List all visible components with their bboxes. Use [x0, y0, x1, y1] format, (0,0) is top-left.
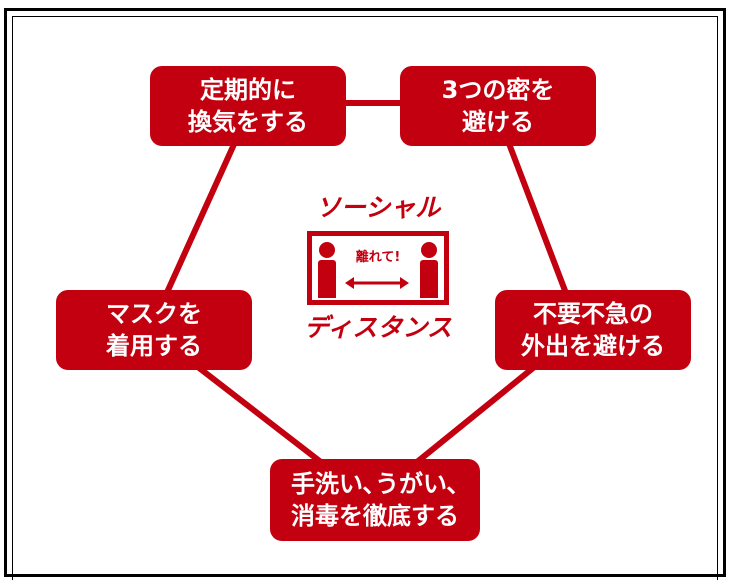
node-three-c-line1: 3つの密を — [441, 76, 555, 104]
node-outing: 不要不急の 外出を避ける — [495, 290, 691, 370]
person-icon-right — [420, 242, 438, 298]
social-distance-graphic: ソーシャル 離れて! ディスタンス — [298, 193, 458, 343]
node-wash-line1: 手洗い､うがい､ — [291, 470, 459, 498]
node-three-c: 3つの密を 避ける — [400, 66, 596, 146]
distance-sign: 離れて! — [307, 231, 449, 305]
node-wash-line2: 消毒を徹底する — [291, 502, 459, 530]
node-outing-line2: 外出を避ける — [521, 332, 665, 360]
node-wash: 手洗い､うがい､ 消毒を徹底する — [270, 459, 480, 541]
node-ventilate-line1: 定期的に — [200, 76, 296, 104]
node-ventilate-line2: 換気をする — [188, 108, 308, 136]
center-title-bottom: ディスタンス — [304, 313, 452, 342]
center-title-top: ソーシャル — [315, 193, 441, 222]
node-outing-line1: 不要不急の — [533, 300, 653, 328]
node-mask-line2: 着用する — [106, 332, 202, 360]
sign-label: 離れて! — [355, 250, 401, 265]
inner-frame — [12, 16, 718, 580]
node-three-c-line2: 避ける — [462, 108, 534, 136]
node-mask: マスクを 着用する — [56, 290, 252, 370]
person-icon-left — [318, 242, 336, 298]
double-arrow-icon — [345, 277, 409, 289]
node-mask-line1: マスクを — [106, 300, 202, 328]
node-ventilate: 定期的に 換気をする — [150, 66, 346, 146]
